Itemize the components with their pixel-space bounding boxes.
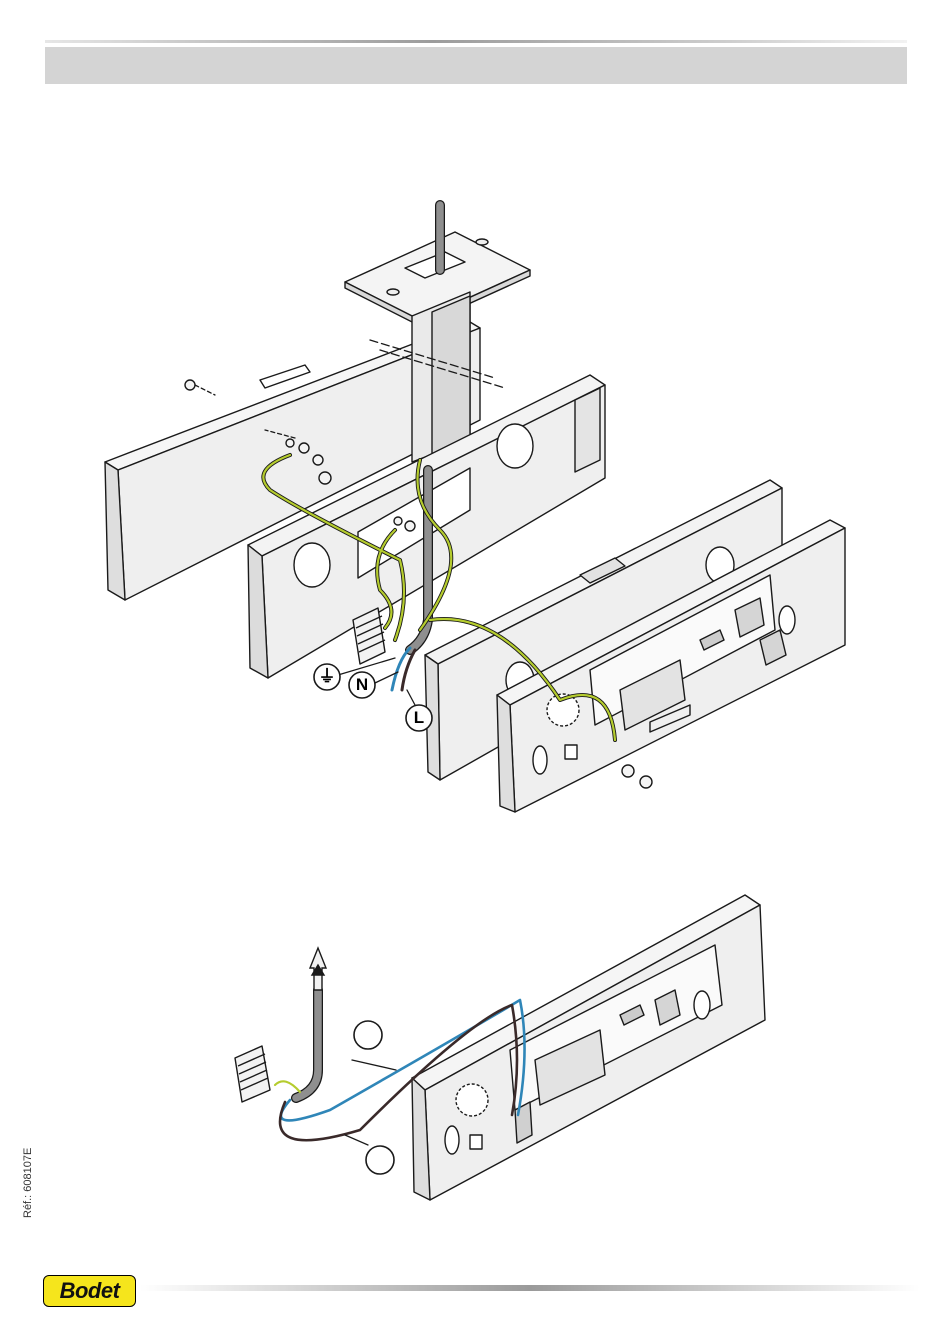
earth-icon: ⏚ — [312, 662, 342, 692]
live-label: L — [404, 703, 434, 733]
brand-logo: Bodet — [43, 1275, 136, 1307]
logo-text: Bodet — [44, 1276, 135, 1306]
reference-number: Réf.: 608107E — [22, 1108, 36, 1218]
callout-circle-2 — [366, 1146, 394, 1174]
up-arrow-icon — [310, 948, 326, 990]
callout-circle-1 — [354, 1021, 382, 1049]
footer-rule — [140, 1285, 920, 1291]
clock-housing-2 — [412, 895, 765, 1200]
neutral-label: N — [347, 670, 377, 700]
terminal-block-2 — [235, 1046, 270, 1102]
